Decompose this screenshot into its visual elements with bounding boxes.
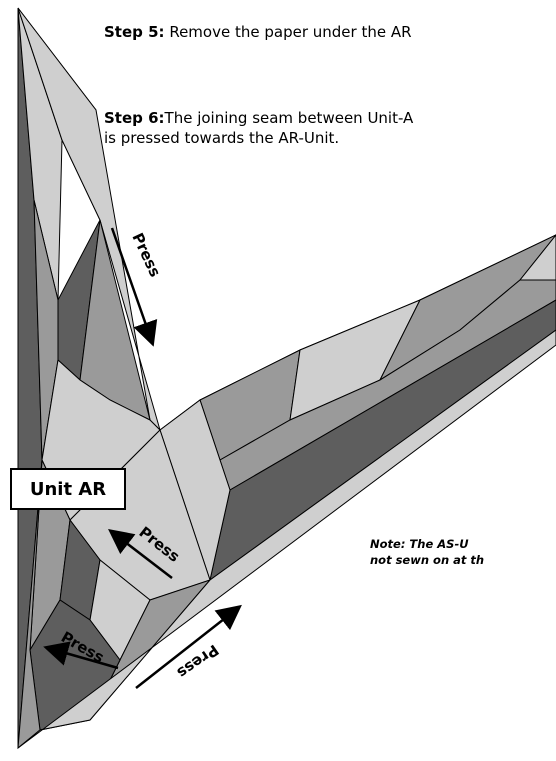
press-arrow-top [110, 227, 158, 347]
press-arrow-middle [108, 528, 173, 579]
unit-ar-label: Unit AR [10, 468, 126, 510]
step-6-text-line2: is pressed towards the AR-Unit. [104, 129, 340, 147]
note-line-1: Note: The AS-U [370, 537, 469, 551]
junction-pieces [17, 329, 556, 750]
step-6-instruction: Step 6:The joining seam between Unit-A [104, 108, 413, 128]
press-arrow-lower-left [43, 641, 119, 670]
press-label-bottom: Press [174, 641, 222, 682]
step-6-label: Step 6: [104, 109, 165, 127]
step-5-text: Remove the paper under the AR [169, 23, 412, 41]
press-label-top: Press [128, 230, 164, 280]
press-arrow-bottom [135, 604, 242, 689]
step-5-label: Step 5: [104, 23, 165, 41]
step-6-text: The joining seam between Unit-A [164, 109, 414, 127]
unit-ar-text: Unit AR [29, 478, 107, 500]
note-line-2: not sewn on at th [370, 553, 485, 567]
step-6-instruction-line2: is pressed towards the AR-Unit. [104, 128, 339, 148]
right-arm-pieces [159, 234, 556, 582]
step-5-instruction: Step 5: Remove the paper under the AR [104, 22, 412, 42]
